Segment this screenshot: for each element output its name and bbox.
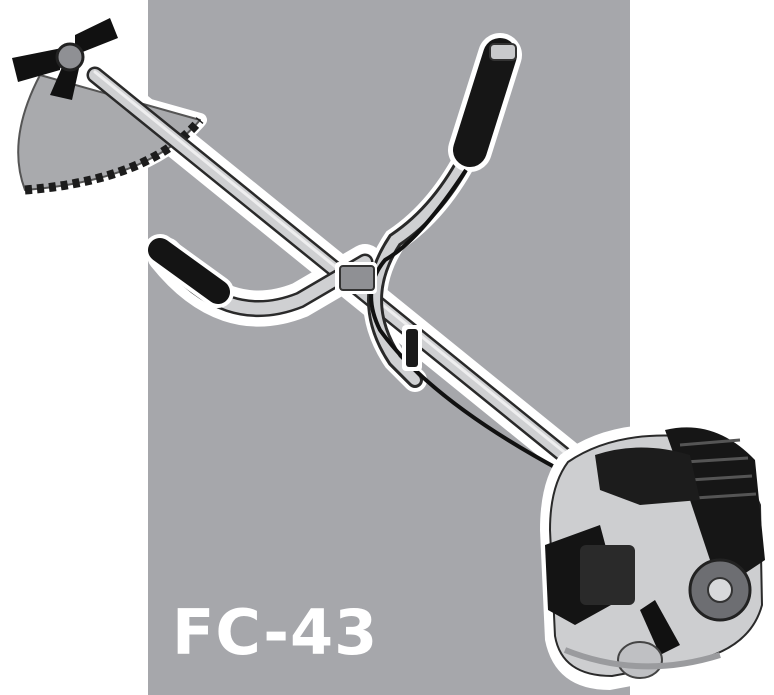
engine	[540, 424, 772, 690]
handlebar-clamp	[335, 262, 377, 294]
model-label: FC-43	[172, 596, 379, 669]
cutting-blade	[12, 18, 118, 100]
blade-guard	[11, 68, 207, 197]
left-handlebar	[144, 234, 374, 318]
strap-hook	[402, 325, 422, 371]
throttle-cable	[369, 168, 561, 472]
